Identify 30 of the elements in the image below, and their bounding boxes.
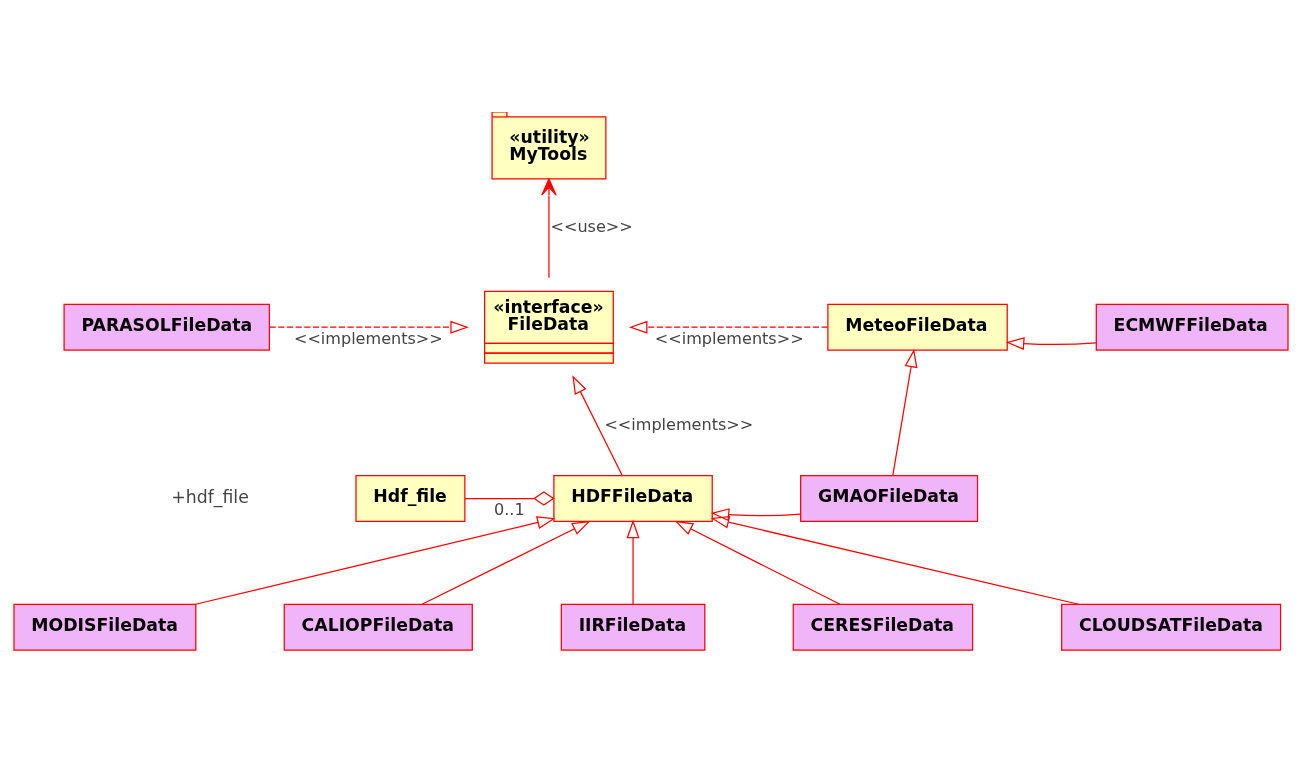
arrow — [892, 348, 918, 477]
connector — [464, 491, 555, 506]
arrow — [1005, 337, 1097, 351]
edge-label: <<implements>> — [654, 328, 804, 348]
arrow — [572, 375, 623, 477]
arrow — [541, 178, 557, 279]
node-box: GMAOFileData — [800, 475, 979, 523]
arrow — [269, 320, 469, 334]
edge-label: 0..1 — [494, 500, 525, 520]
edge-label: <<use>> — [550, 217, 633, 237]
arrow — [710, 508, 802, 522]
node-box: PARASOLFileData — [63, 303, 271, 351]
node-box: MeteoFileData — [827, 303, 1008, 351]
node-box: IIRFileData — [560, 603, 706, 651]
node-box: CALIOPFileData — [283, 603, 473, 651]
arrow — [421, 520, 591, 605]
node-box: CLOUDSATFileData — [1061, 603, 1282, 651]
edge-label: <<implements>> — [604, 415, 754, 435]
node-box: Hdf_file — [355, 475, 466, 523]
node-box: HDFFileData — [553, 475, 713, 523]
arrow — [710, 515, 1080, 605]
node-box: MODISFileData — [13, 603, 197, 651]
arrow — [628, 320, 829, 334]
node-box: ECMWFFileData — [1095, 303, 1289, 351]
arrow — [626, 519, 640, 605]
arrow — [195, 516, 556, 605]
label: +hdf_file — [171, 487, 249, 508]
edge-label: <<implements>> — [293, 328, 443, 348]
arrow — [674, 520, 841, 605]
node-box: CERESFileData — [792, 603, 974, 651]
